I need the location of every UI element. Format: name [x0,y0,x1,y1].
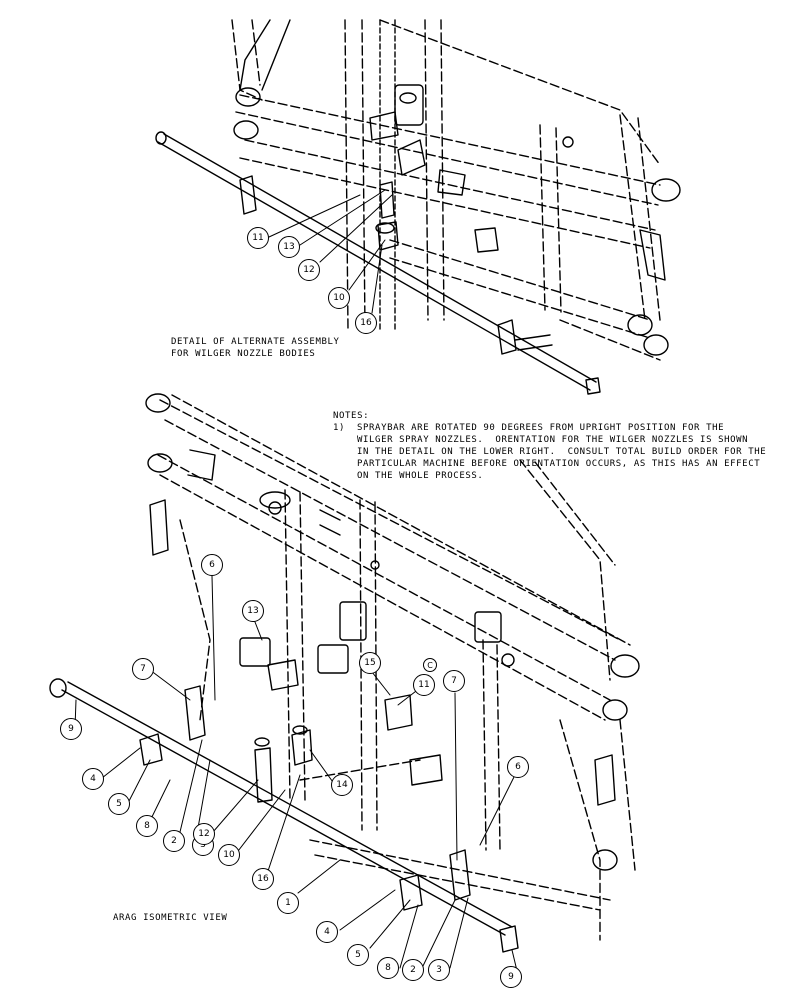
iso-view-title: ARAG ISOMETRIC VIEW [113,913,228,923]
notes-line-2: WILGER SPRAY NOZZLES. ORENTATION FOR THE… [357,435,749,445]
callout-balloon: 2 [402,959,424,981]
callout-balloon: 8 [136,815,158,837]
callout-balloon: 6 [201,554,223,576]
callout-balloon: 13 [278,236,300,258]
callout-balloon: 14 [331,774,353,796]
callout-balloon: 16 [355,312,377,334]
iso-valve-assembly [239,491,502,803]
callout-balloon: 12 [193,823,215,845]
callout-balloon: 3 [428,959,450,981]
callout-balloon: 11 [247,227,269,249]
callout-balloon: 7 [132,658,154,680]
top-valve-assembly [369,84,499,253]
callout-balloon: 6 [507,756,529,778]
callout-balloon: 4 [316,921,338,943]
detail-title-line-1: DETAIL OF ALTERNATE ASSEMBLY [171,337,340,347]
callout-balloon: 11 [413,674,435,696]
notes-line-5: ON THE WHOLE PROCESS. [357,471,484,481]
callout-balloon: 8 [377,957,399,979]
callout-balloon: 13 [242,600,264,622]
notes-number: 1) [333,423,346,433]
iso-frame-solid [145,393,640,871]
callout-balloon: 12 [298,259,320,281]
callout-balloon: 10 [218,844,240,866]
callout-balloon: 2 [163,830,185,852]
callout-balloon: 5 [108,793,130,815]
callout-balloon: 9 [500,966,522,988]
callout-balloon: 15 [359,652,381,674]
notes-line-1: SPRAYBAR ARE ROTATED 90 DEGREES FROM UPR… [357,423,725,433]
top-leaders [268,189,393,314]
callout-balloon: 1 [277,892,299,914]
callout-balloon: 7 [443,670,465,692]
revision-marker-c: C [423,658,437,672]
notes-heading: NOTES: [333,411,370,421]
callout-balloon: 16 [252,868,274,890]
notes-line-3: IN THE DETAIL ON THE LOWER RIGHT. CONSUL… [357,447,767,457]
iso-leaders [74,575,519,976]
callout-balloon: 4 [82,768,104,790]
callout-balloon: 5 [347,944,369,966]
callout-balloon: 9 [60,718,82,740]
notes-line-4: PARTICULAR MACHINE BEFORE ORIENTATION OC… [357,459,761,469]
callout-balloon: 10 [328,287,350,309]
top-frame [231,19,661,361]
top-frame-solid [233,19,681,356]
detail-title-line-2: FOR WILGER NOZZLE BODIES [171,349,316,359]
